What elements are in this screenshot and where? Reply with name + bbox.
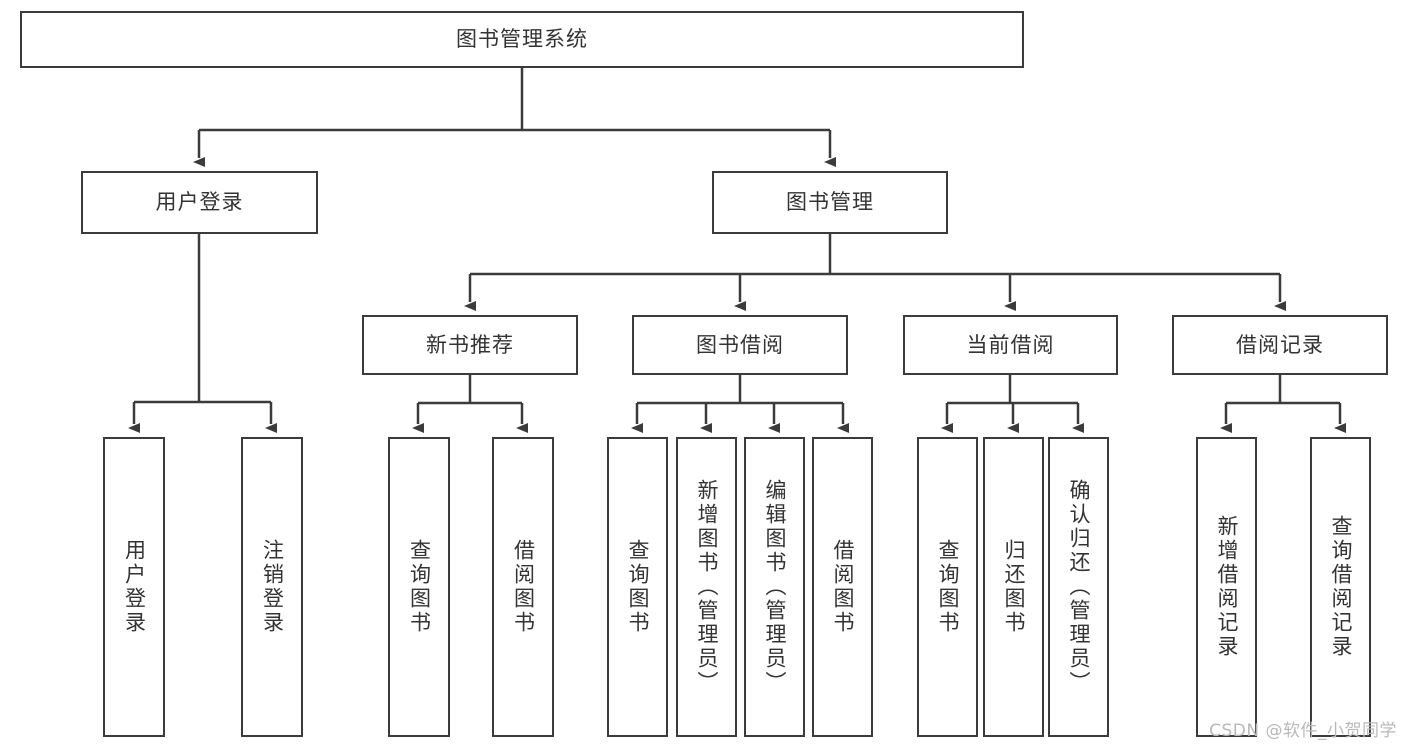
node-leaf-user-logout-label: 注销登录: [260, 539, 285, 635]
node-leaf-add-borrow-record[interactable]: 新增借阅记录: [1196, 437, 1257, 737]
node-user-login-label: 用户登录: [155, 190, 244, 215]
node-leaf-query-borrow-record-label: 查询借阅记录: [1329, 515, 1353, 659]
node-leaf-query-book-recommend[interactable]: 查询图书: [388, 437, 450, 737]
node-leaf-user-logout[interactable]: 注销登录: [241, 437, 303, 737]
node-leaf-add-book-admin[interactable]: 新增图书（管理员）: [676, 437, 737, 737]
node-borrow-record-label: 借阅记录: [1236, 332, 1324, 357]
node-book-management[interactable]: 图书管理: [712, 171, 948, 234]
node-leaf-confirm-return-admin[interactable]: 确认归还（管理员）: [1048, 437, 1109, 737]
node-leaf-query-book[interactable]: 查询图书: [607, 437, 668, 737]
node-leaf-add-borrow-record-label: 新增借阅记录: [1215, 515, 1239, 659]
node-book-borrow-label: 图书借阅: [696, 332, 784, 357]
node-leaf-borrow-book-label: 借阅图书: [831, 539, 855, 635]
node-leaf-borrow-book-recommend[interactable]: 借阅图书: [492, 437, 554, 737]
node-leaf-return-book[interactable]: 归还图书: [983, 437, 1044, 737]
node-root-system[interactable]: 图书管理系统: [20, 11, 1024, 68]
node-leaf-query-book-current-label: 查询图书: [936, 539, 960, 635]
node-leaf-borrow-book-recommend-label: 借阅图书: [511, 539, 536, 635]
node-leaf-user-login[interactable]: 用户登录: [103, 437, 165, 737]
node-current-borrow[interactable]: 当前借阅: [903, 315, 1118, 375]
node-leaf-query-book-recommend-label: 查询图书: [407, 539, 432, 635]
node-new-book-recommend[interactable]: 新书推荐: [362, 315, 578, 375]
node-current-borrow-label: 当前借阅: [966, 332, 1055, 357]
node-book-management-label: 图书管理: [786, 190, 874, 215]
node-leaf-borrow-book[interactable]: 借阅图书: [812, 437, 873, 737]
node-leaf-user-login-label: 用户登录: [122, 539, 147, 635]
node-book-borrow[interactable]: 图书借阅: [632, 315, 848, 375]
node-leaf-add-book-admin-label: 新增图书（管理员）: [695, 479, 719, 695]
node-leaf-confirm-return-admin-label: 确认归还（管理员）: [1067, 479, 1091, 695]
node-leaf-query-borrow-record[interactable]: 查询借阅记录: [1310, 437, 1371, 737]
node-leaf-return-book-label: 归还图书: [1002, 539, 1026, 635]
node-leaf-edit-book-admin-label: 编辑图书（管理员）: [763, 479, 787, 695]
node-borrow-record[interactable]: 借阅记录: [1172, 315, 1388, 375]
node-leaf-query-book-label: 查询图书: [626, 539, 650, 635]
node-user-login[interactable]: 用户登录: [81, 171, 318, 234]
node-root-system-label: 图书管理系统: [456, 27, 588, 52]
node-new-book-recommend-label: 新书推荐: [426, 332, 514, 357]
node-leaf-query-book-current[interactable]: 查询图书: [917, 437, 978, 737]
watermark: CSDN @软件_小贺同学: [1209, 721, 1397, 741]
node-leaf-edit-book-admin[interactable]: 编辑图书（管理员）: [744, 437, 805, 737]
